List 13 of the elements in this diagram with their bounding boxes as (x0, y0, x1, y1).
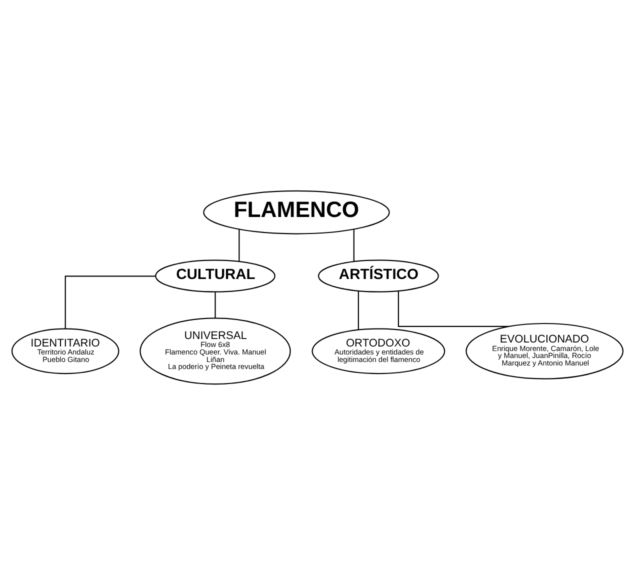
connector (358, 290, 359, 329)
connector (214, 291, 216, 318)
connector (353, 228, 354, 262)
connector (398, 290, 510, 326)
connector (64, 275, 156, 328)
node-ellipse: IDENTITARIO Territorio Andaluz Pueblo Gitano (11, 328, 120, 374)
node-ellipse: EVOLUCIONADO Enrique Morente, Camarón, Lole y Manuel, JuanPinilla, Rocío Marquez y Antonio Manuel (466, 322, 624, 379)
node-ellipse: UNIVERSAL Flow 6x8 Flamenco Queer. Viva. Manuel Liñan La poderío y Peineta revuelta (140, 317, 291, 384)
node-ellipse: FLAMENCO (203, 190, 390, 234)
connector (238, 228, 240, 261)
node-ellipse: ORTODOXO Autoridades y entidades de legitimación del flamenco (312, 328, 446, 374)
node-ellipse: ARTÍSTICO (318, 259, 439, 292)
node-ellipse: CULTURAL (155, 259, 276, 292)
